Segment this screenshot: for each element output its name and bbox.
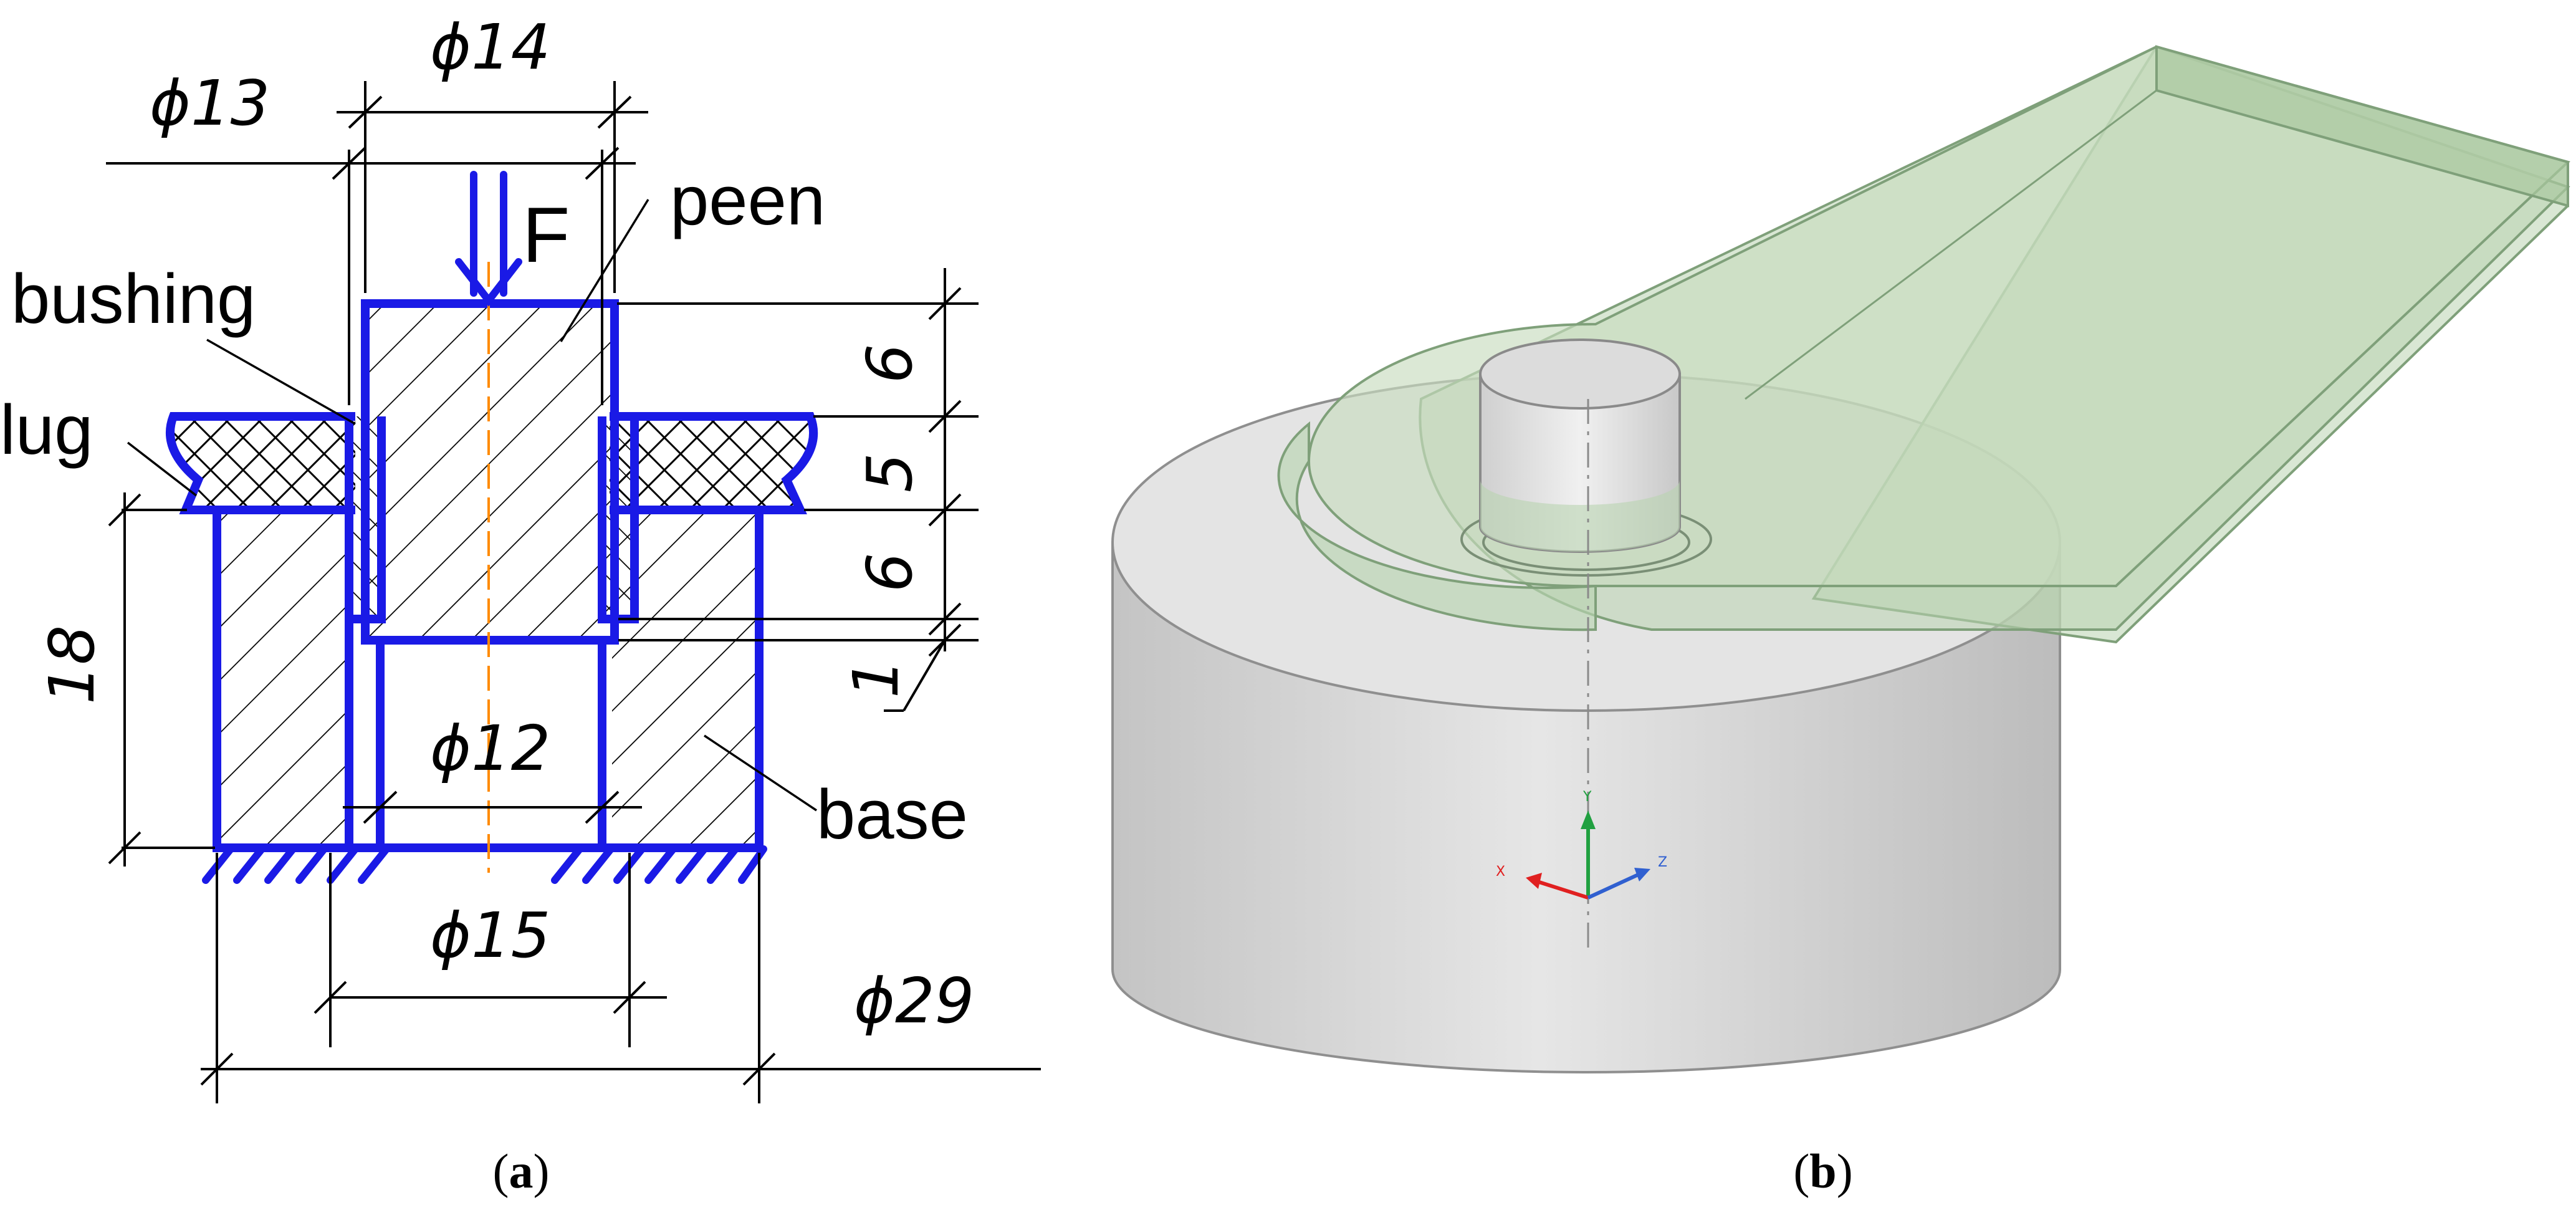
- caption-a: (a): [493, 1144, 550, 1198]
- bushing-label: bushing: [11, 260, 256, 338]
- dim-phi14: ϕ14: [430, 11, 550, 84]
- dim-height-6-top: 6: [853, 343, 926, 383]
- dim-height-5: 5: [853, 453, 926, 492]
- dim-phi15: ϕ15: [430, 899, 550, 972]
- peen-label: peen: [670, 161, 825, 239]
- force-label: F: [522, 192, 570, 279]
- lug-section: [170, 416, 814, 510]
- dim-phi13: ϕ13: [150, 67, 270, 140]
- ground-hatch: [202, 845, 767, 884]
- panel-b-model: Y X Z (b): [1111, 45, 2570, 1198]
- leader-lines: [127, 199, 817, 812]
- dim-height-6-bottom: 6: [853, 552, 926, 592]
- axis-x-label: X: [1496, 864, 1505, 880]
- axis-y-label: Y: [1582, 789, 1592, 805]
- part-outlines: [166, 299, 818, 852]
- dim-phi29: ϕ29: [854, 964, 974, 1037]
- part-labels: F peen bushing lug base: [0, 161, 968, 853]
- force-arrow: [455, 171, 522, 307]
- dim-height-18: 18: [36, 625, 108, 704]
- panel-a-drawing: ϕ14 ϕ13 ϕ12 ϕ15 ϕ29 6 5 6 1 18 F peen bu…: [0, 11, 1041, 1198]
- axis-z-label: Z: [1658, 855, 1667, 870]
- coordinate-triad: Y X Z: [1496, 789, 1667, 900]
- base-label: base: [816, 775, 968, 853]
- dimension-values: ϕ14 ϕ13 ϕ12 ϕ15 ϕ29 6 5 6 1 18: [36, 11, 974, 1037]
- dim-height-1: 1: [840, 658, 912, 698]
- dimension-lines: [106, 81, 1041, 1103]
- pin: [1479, 338, 1681, 553]
- dim-phi12: ϕ12: [430, 712, 550, 785]
- lug-label: lug: [0, 391, 93, 469]
- caption-b: (b): [1793, 1144, 1852, 1198]
